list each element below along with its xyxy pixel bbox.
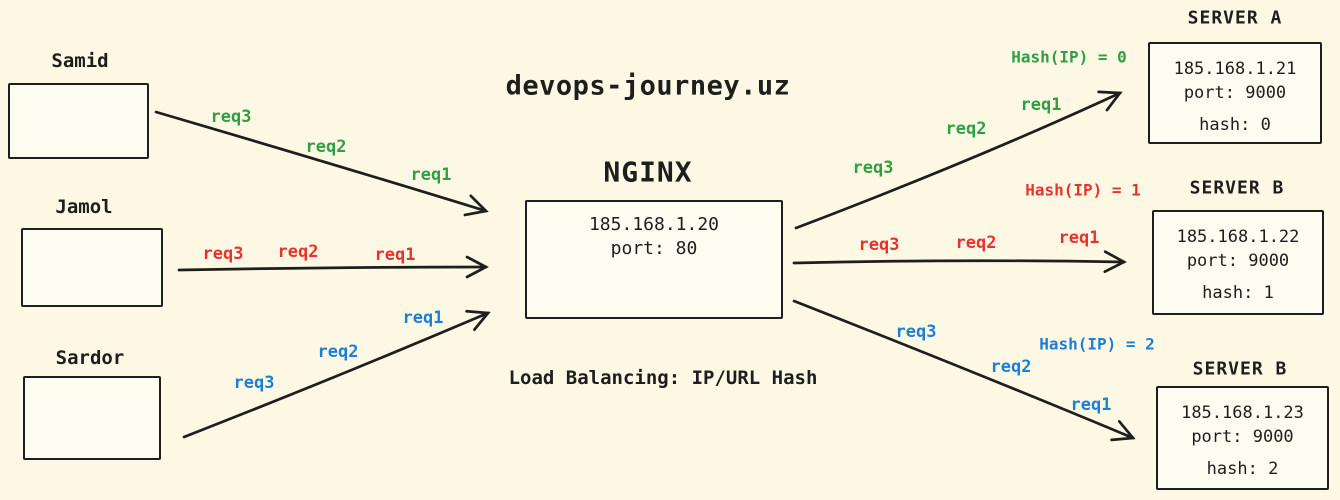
nginx-port: port: 80 (610, 238, 698, 259)
nginx-heading: NGINX (603, 155, 693, 189)
site-title: devops-journey.uz (505, 70, 791, 102)
req-label: req1 (1070, 395, 1112, 415)
req-label: req3 (852, 158, 894, 178)
req-label: req3 (895, 322, 937, 342)
server-b2-ip: 185.168.1.23 (1181, 403, 1304, 423)
arrow-samid-to-nginx (154, 110, 489, 217)
server-b1-port: port: 9000 (1186, 251, 1290, 271)
req-label: req2 (990, 357, 1032, 377)
server-b2-title: SERVER B (1192, 358, 1288, 380)
req-label: req2 (945, 119, 987, 139)
server-b1-hash: hash: 1 (1202, 283, 1274, 303)
req-label: req1 (374, 245, 416, 265)
arrow-nginx-to-server-a (794, 90, 1123, 230)
server-a-title: SERVER A (1187, 7, 1283, 29)
req-label: req1 (1058, 228, 1100, 248)
server-b1-title: SERVER B (1189, 177, 1285, 199)
client-box-samid (8, 83, 149, 159)
arrow-sardor-to-nginx (182, 309, 491, 439)
client-box-sardor (23, 376, 161, 460)
server-b1-ip: 185.168.1.22 (1176, 227, 1300, 247)
hash-note-server-b2: Hash(IP) = 2 (1039, 334, 1155, 354)
req-label: req1 (410, 165, 452, 185)
req-label: req1 (402, 308, 444, 328)
req-label: req2 (317, 342, 359, 362)
server-a-hash: hash: 0 (1199, 115, 1271, 135)
nginx-ip: 185.168.1.20 (588, 214, 720, 235)
server-b2-box: 185.168.1.23 port: 9000 hash: 2 (1156, 386, 1329, 490)
arrow-nginx-to-server-b1 (792, 250, 1127, 274)
server-a-ip: 185.168.1.21 (1173, 59, 1297, 79)
hash-note-server-a: Hash(IP) = 0 (1011, 47, 1127, 67)
req-label: req3 (233, 373, 275, 393)
server-b2-port: port: 9000 (1191, 427, 1294, 447)
client-box-jamol (21, 228, 163, 307)
hash-note-server-b1: Hash(IP) = 1 (1025, 180, 1141, 200)
server-a-port: port: 9000 (1183, 83, 1287, 103)
arrow-nginx-to-server-b2 (792, 299, 1136, 442)
client-name-samid: Samid (51, 50, 109, 72)
req-label: req2 (955, 233, 997, 253)
client-name-jamol: Jamol (55, 196, 113, 218)
req-label: req2 (305, 137, 347, 157)
client-name-sardor: Sardor (55, 347, 125, 369)
req-label: req3 (858, 235, 900, 255)
req-label: req3 (210, 107, 252, 127)
load-balancing-caption: Load Balancing: IP/URL Hash (508, 367, 818, 389)
req-label: req1 (1020, 95, 1062, 115)
req-label: req3 (202, 244, 244, 264)
server-a-box: 185.168.1.21 port: 9000 hash: 0 (1148, 42, 1322, 144)
arrow-jamol-to-nginx (177, 255, 489, 279)
req-label: req2 (277, 242, 319, 262)
server-b1-box: 185.168.1.22 port: 9000 hash: 1 (1152, 210, 1324, 315)
nginx-box: 185.168.1.20 port: 80 (525, 200, 783, 319)
server-b2-hash: hash: 2 (1206, 459, 1279, 479)
